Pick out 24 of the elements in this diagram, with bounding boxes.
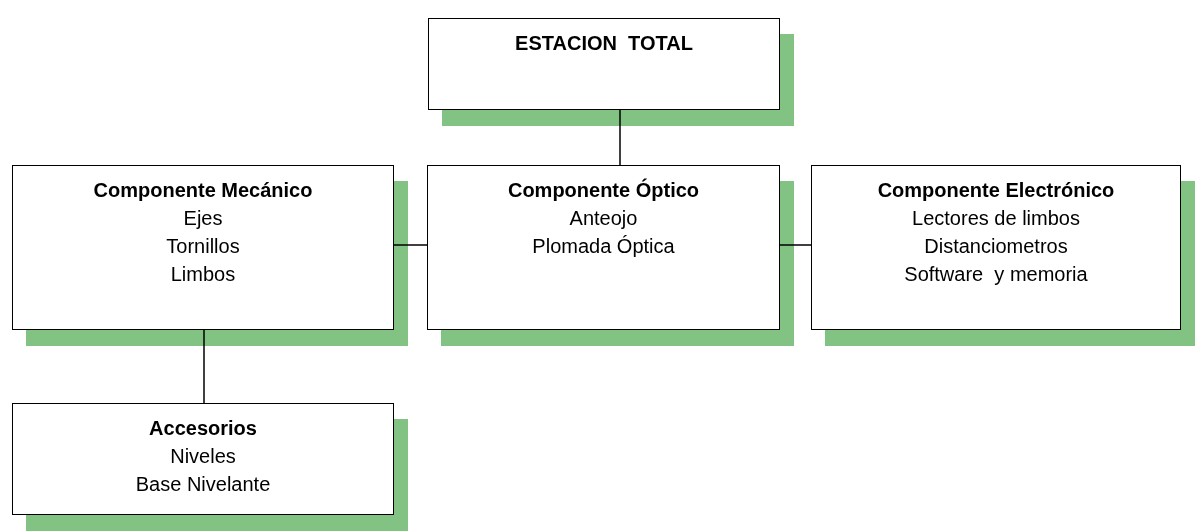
component-box	[811, 165, 1181, 330]
list-item: Niveles	[169, 444, 237, 469]
component-box	[12, 165, 394, 330]
component-box	[428, 18, 780, 110]
list-item: Software y memoria	[903, 262, 1089, 287]
box-heading: Accesorios	[148, 416, 258, 441]
box-heading: ESTACION TOTAL	[514, 31, 694, 56]
box-heading: Componente Mecánico	[92, 178, 314, 203]
list-item: Distanciometros	[923, 234, 1069, 259]
connector-line	[203, 329, 205, 404]
component-box	[427, 165, 780, 330]
component-box	[12, 403, 394, 515]
list-item: Limbos	[169, 262, 237, 287]
connector-line	[619, 109, 621, 166]
list-item: Base Nivelante	[134, 472, 272, 497]
list-item: Lectores de limbos	[911, 206, 1081, 231]
list-item: Anteojo	[568, 206, 639, 231]
box-heading: Componente Óptico	[506, 177, 701, 203]
connector-line	[393, 244, 428, 246]
connector-line	[779, 244, 812, 246]
list-item: Tornillos	[165, 234, 241, 259]
list-item: Ejes	[182, 206, 224, 231]
box-heading: Componente Electrónico	[876, 178, 1116, 203]
list-item: Plomada Óptica	[531, 234, 676, 259]
